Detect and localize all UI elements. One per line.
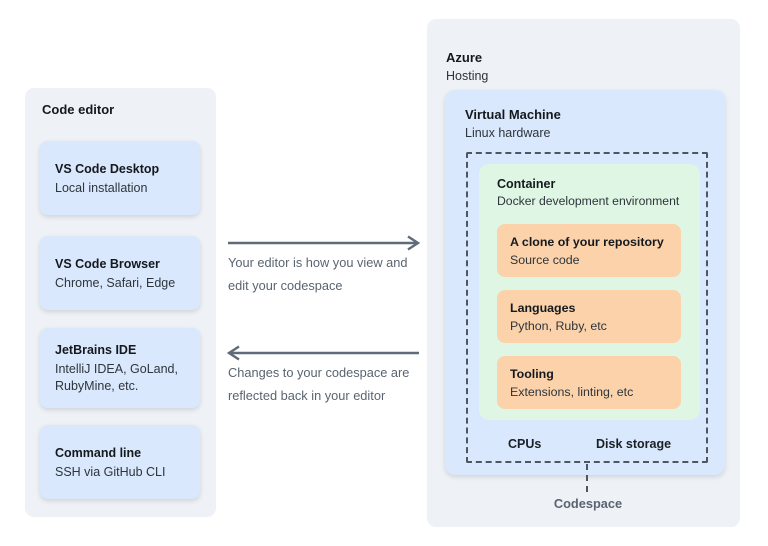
resource-disk-storage: Disk storage [596,437,672,451]
flow-right-label: Your editor is how you view and edit you… [228,255,408,293]
code-editor-panel-title: Code editor [42,102,115,117]
container-card-subtitle: Extensions, linting, etc [510,384,634,399]
virtual-machine-subtitle: Linux hardware [465,126,551,140]
codespace-dashed-boundary [466,152,708,463]
editor-card-subtitle: IntelliJ IDEA, GoLand, RubyMine, etc. [55,362,178,393]
arrow-right-icon [228,235,421,251]
editor-card-command-line: Command line SSH via GitHub CLI [40,425,200,499]
editor-card-jetbrains-ide: JetBrains IDE IntelliJ IDEA, GoLand, Rub… [40,328,200,408]
container-card-title: A clone of your repository [510,234,664,249]
editor-card-subtitle: Local installation [55,180,148,195]
azure-panel-subtitle: Hosting [446,69,489,83]
editor-card-vscode-desktop: VS Code Desktop Local installation [40,141,200,215]
container-card-title: Tooling [510,366,554,381]
container-card-title: Languages [510,300,576,315]
editor-card-title: VS Code Desktop [55,161,160,176]
codespace-label: Codespace [553,496,623,511]
editor-card-subtitle: Chrome, Safari, Edge [55,275,176,290]
resource-cpus: CPUs [508,437,542,451]
codespace-connector-line [586,464,588,492]
container-card-languages: Languages Python, Ruby, etc [497,290,681,343]
editor-card-title: VS Code Browser [55,256,160,271]
container-card-subtitle: Python, Ruby, etc [510,318,607,333]
virtual-machine-title: Virtual Machine [465,107,561,122]
editor-card-vscode-browser: VS Code Browser Chrome, Safari, Edge [40,236,200,310]
container-title: Container [497,177,556,191]
azure-panel-title: Azure [446,50,483,65]
container-card-subtitle: Source code [510,252,580,267]
editor-card-title: JetBrains IDE [55,343,137,357]
container-head: Container Docker development environment [497,175,679,210]
virtual-machine-head: Virtual Machine Linux hardware [465,106,561,142]
container-card-tooling: Tooling Extensions, linting, etc [497,356,681,409]
container-subtitle: Docker development environment [497,194,680,208]
editor-card-subtitle: SSH via GitHub CLI [55,464,166,479]
editor-card-title: Command line [55,445,142,460]
flow-left-label: Changes to your codespace are reflected … [228,365,410,403]
arrow-left-icon [226,345,419,361]
container-card-repository-clone: A clone of your repository Source code [497,224,681,277]
